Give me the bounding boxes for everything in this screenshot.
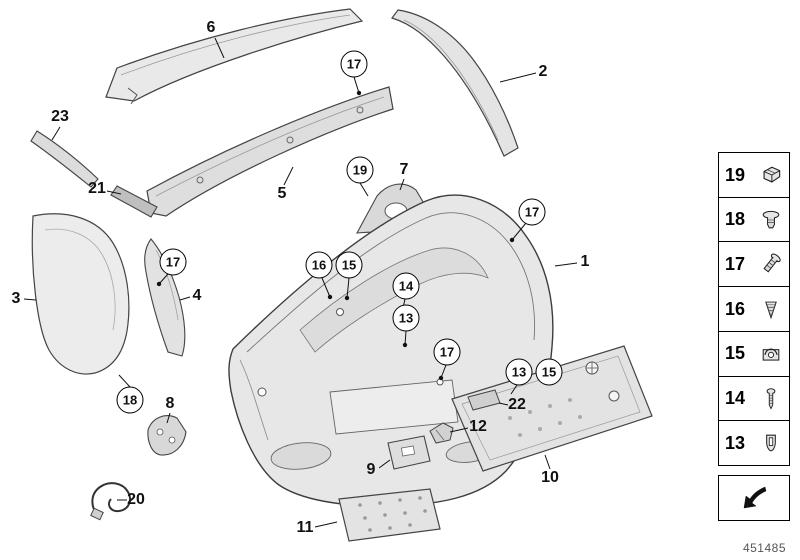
callout-8[interactable]: 8 — [165, 395, 175, 412]
legend-item-13[interactable]: 13 — [718, 420, 790, 467]
legend-label-14: 14 — [725, 388, 746, 409]
callout-17-a[interactable]: 17 — [340, 50, 368, 78]
legend-label-17: 17 — [725, 253, 746, 274]
callout-15-b[interactable]: 15 — [535, 358, 563, 386]
callout-14[interactable]: 14 — [392, 272, 420, 300]
part-6-upper-trim[interactable] — [105, 8, 364, 105]
leader-lines — [23, 37, 578, 528]
callout-10[interactable]: 10 — [541, 469, 559, 486]
part-9-bracket[interactable] — [387, 435, 431, 470]
callout-3[interactable]: 3 — [11, 290, 21, 307]
part-2-side-trim[interactable] — [391, 9, 519, 157]
legend-reference-box[interactable] — [718, 475, 790, 522]
spring-nut-icon — [758, 341, 784, 367]
legend-item-17[interactable]: 17 — [718, 241, 790, 288]
part-10-lower-panel[interactable] — [451, 345, 653, 472]
callout-2[interactable]: 2 — [538, 63, 548, 80]
callout-17-b[interactable]: 17 — [518, 198, 546, 226]
legend-label-15: 15 — [725, 343, 746, 364]
part-8-bracket[interactable] — [147, 415, 187, 456]
clip-nut-icon — [758, 162, 784, 188]
legend-item-15[interactable]: 15 — [718, 330, 790, 377]
callout-22[interactable]: 22 — [508, 396, 526, 413]
legend-item-18[interactable]: 18 — [718, 196, 790, 243]
callout-1[interactable]: 1 — [580, 253, 590, 270]
callout-6[interactable]: 6 — [206, 19, 216, 36]
legend-label-18: 18 — [725, 209, 746, 230]
legend-label-13: 13 — [725, 432, 746, 453]
callout-9[interactable]: 9 — [366, 461, 376, 478]
callout-4[interactable]: 4 — [192, 287, 202, 304]
callout-19[interactable]: 19 — [346, 156, 374, 184]
part-11-panel[interactable] — [338, 488, 441, 542]
callout-17-c[interactable]: 17 — [159, 248, 187, 276]
legend-item-14[interactable]: 14 — [718, 375, 790, 422]
callout-20[interactable]: 20 — [127, 491, 145, 508]
part-4-strip[interactable] — [144, 238, 186, 357]
diagram-number: 451485 — [742, 541, 786, 555]
retaining-clip-icon — [758, 430, 784, 456]
callout-17-d[interactable]: 17 — [433, 338, 461, 366]
grommet-plug-icon — [758, 296, 784, 322]
expanding-rivet-icon — [758, 207, 784, 233]
callout-23[interactable]: 23 — [51, 108, 69, 125]
callout-13-a[interactable]: 13 — [392, 304, 420, 332]
part-5-frame-trim[interactable] — [146, 86, 394, 217]
callout-7[interactable]: 7 — [399, 161, 409, 178]
legend-item-19[interactable]: 19 — [718, 152, 790, 198]
callout-13-b[interactable]: 13 — [505, 358, 533, 386]
legend-label-19: 19 — [725, 164, 746, 185]
screw-icon — [758, 386, 784, 412]
callout-15-a[interactable]: 15 — [335, 251, 363, 279]
blind-rivet-icon — [758, 251, 784, 277]
cross-reference-arrow-icon — [739, 483, 769, 513]
callout-16[interactable]: 16 — [305, 251, 333, 279]
callout-18[interactable]: 18 — [116, 386, 144, 414]
part-20-cable[interactable] — [90, 482, 131, 521]
callout-12[interactable]: 12 — [469, 418, 487, 435]
part-3-side-panel[interactable] — [31, 213, 130, 375]
callout-21[interactable]: 21 — [88, 180, 106, 197]
part-23-strip[interactable] — [30, 130, 99, 188]
callout-5[interactable]: 5 — [277, 185, 287, 202]
fastener-legend: 19 18 17 — [718, 152, 790, 522]
legend-item-16[interactable]: 16 — [718, 286, 790, 333]
part-12-clip[interactable] — [429, 422, 454, 444]
callout-11[interactable]: 11 — [296, 519, 314, 536]
legend-label-16: 16 — [725, 298, 746, 319]
